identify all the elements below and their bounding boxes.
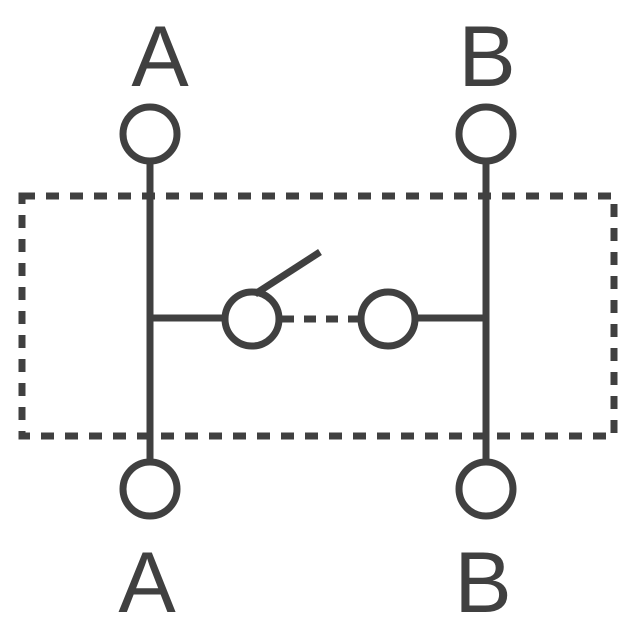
terminal-label-a-top: A (131, 9, 189, 105)
terminal-a-bottom (119, 458, 181, 520)
terminal-b-top (455, 103, 517, 165)
terminal-label-b-top: B (458, 9, 516, 105)
terminal-b-bottom (455, 458, 517, 520)
terminal-a-top (119, 103, 181, 165)
terminal-label-a-bottom: A (118, 535, 176, 631)
terminal-label-b-bottom: B (454, 535, 512, 631)
switch-contact-left (221, 288, 283, 350)
enclosure-box (18, 192, 618, 440)
switch-contact-right (357, 288, 419, 350)
switch-lever (253, 249, 322, 297)
